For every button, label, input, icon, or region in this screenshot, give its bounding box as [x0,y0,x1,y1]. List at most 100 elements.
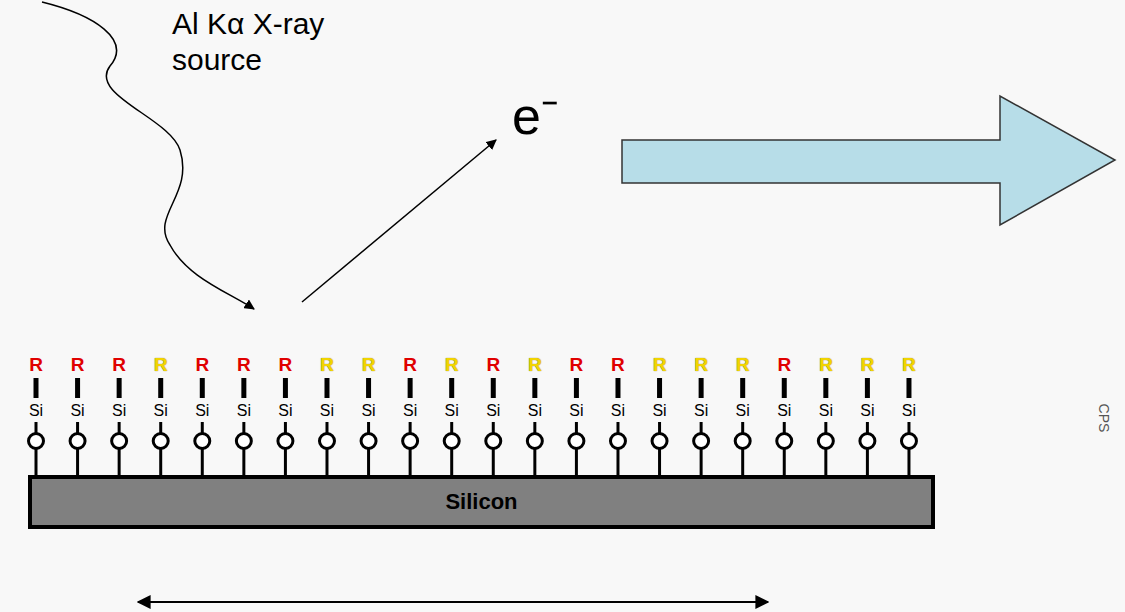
atom-label: Si [685,401,717,420]
group-label: R [727,354,759,376]
bond-line [201,449,204,476]
bond-bar [823,378,828,398]
group-label: R [436,354,468,376]
group-label: R [103,354,135,376]
atom-label: Si [810,401,842,420]
oxygen-atom [527,434,542,449]
bond-bar [158,378,163,398]
group-label: R [353,354,385,376]
bond-line [700,422,703,433]
group-label: R [893,354,925,376]
oxygen-atom [403,434,418,449]
bond-line [492,422,495,433]
atom-label: Si [353,401,385,420]
oxygen-atom [610,434,625,449]
bond-line [658,449,661,476]
atom-label: Si [311,401,343,420]
bond-bar [865,378,870,398]
oxygen-atom [694,434,709,449]
atom-label: Si [560,401,592,420]
group-label: R [228,354,260,376]
bond-line [616,422,619,433]
bond-line [159,449,162,476]
bond-line [783,449,786,476]
bond-bar [241,378,246,398]
atom-label: Si [103,401,135,420]
bond-bar [491,378,496,398]
source-label: Al Kα X-ray source [172,6,362,78]
bond-line [284,449,287,476]
atom-label: Si [519,401,551,420]
oxygen-atom [569,434,584,449]
bond-line [866,422,869,433]
bond-bar [200,378,205,398]
bond-line [575,449,578,476]
electron-label: e⁻ [512,86,592,146]
atom-label: Si [644,401,676,420]
bond-line [783,422,786,433]
bond-line [242,422,245,433]
group-label: R [269,354,301,376]
bond-line [409,422,412,433]
bond-bar [34,378,39,398]
group-label: R [602,354,634,376]
group-label: R [62,354,94,376]
dimension-arrow [138,601,768,603]
bond-line [325,422,328,433]
atom-label: Si [228,401,260,420]
oxygen-atom [278,434,293,449]
group-label: R [186,354,218,376]
oxygen-atom [735,434,750,449]
bond-bar [283,378,288,398]
chain-group [29,378,917,476]
bond-line [492,449,495,476]
atom-label: Si [851,401,883,420]
bond-line [76,449,79,476]
bond-line [533,449,536,476]
bond-bar [324,378,329,398]
atom-label: Si [186,401,218,420]
group-label: R [644,354,676,376]
electron-path [302,140,496,302]
bond-line [35,422,38,433]
bond-bar [906,378,911,398]
oxygen-atom [444,434,459,449]
atom-label: Si [269,401,301,420]
bond-line [824,449,827,476]
bond-line [450,422,453,433]
atom-label: Si [436,401,468,420]
bond-line [824,422,827,433]
detector-arrow [622,96,1115,225]
bond-line [907,422,910,433]
bond-line [575,422,578,433]
bond-line [700,449,703,476]
atom-label: Si [893,401,925,420]
atom-label: Si [477,401,509,420]
bond-line [533,422,536,433]
oxygen-atom [901,434,916,449]
bond-bar [117,378,122,398]
bond-bar [782,378,787,398]
bond-line [201,422,204,433]
oxygen-atom [818,434,833,449]
oxygen-atom [652,434,667,449]
bond-bar [657,378,662,398]
oxygen-atom [153,434,168,449]
group-label: R [560,354,592,376]
oxygen-atom [70,434,85,449]
oxygen-atom [236,434,251,449]
bond-line [741,422,744,433]
group-label: R [394,354,426,376]
bond-bar [408,378,413,398]
bond-line [242,449,245,476]
atom-label: Si [145,401,177,420]
oxygen-atom [29,434,44,449]
bond-bar [449,378,454,398]
group-label: R [477,354,509,376]
bond-bar [532,378,537,398]
bond-line [76,422,79,433]
bond-line [284,422,287,433]
atom-label: Si [768,401,800,420]
bond-bar [615,378,620,398]
oxygen-atom [777,434,792,449]
